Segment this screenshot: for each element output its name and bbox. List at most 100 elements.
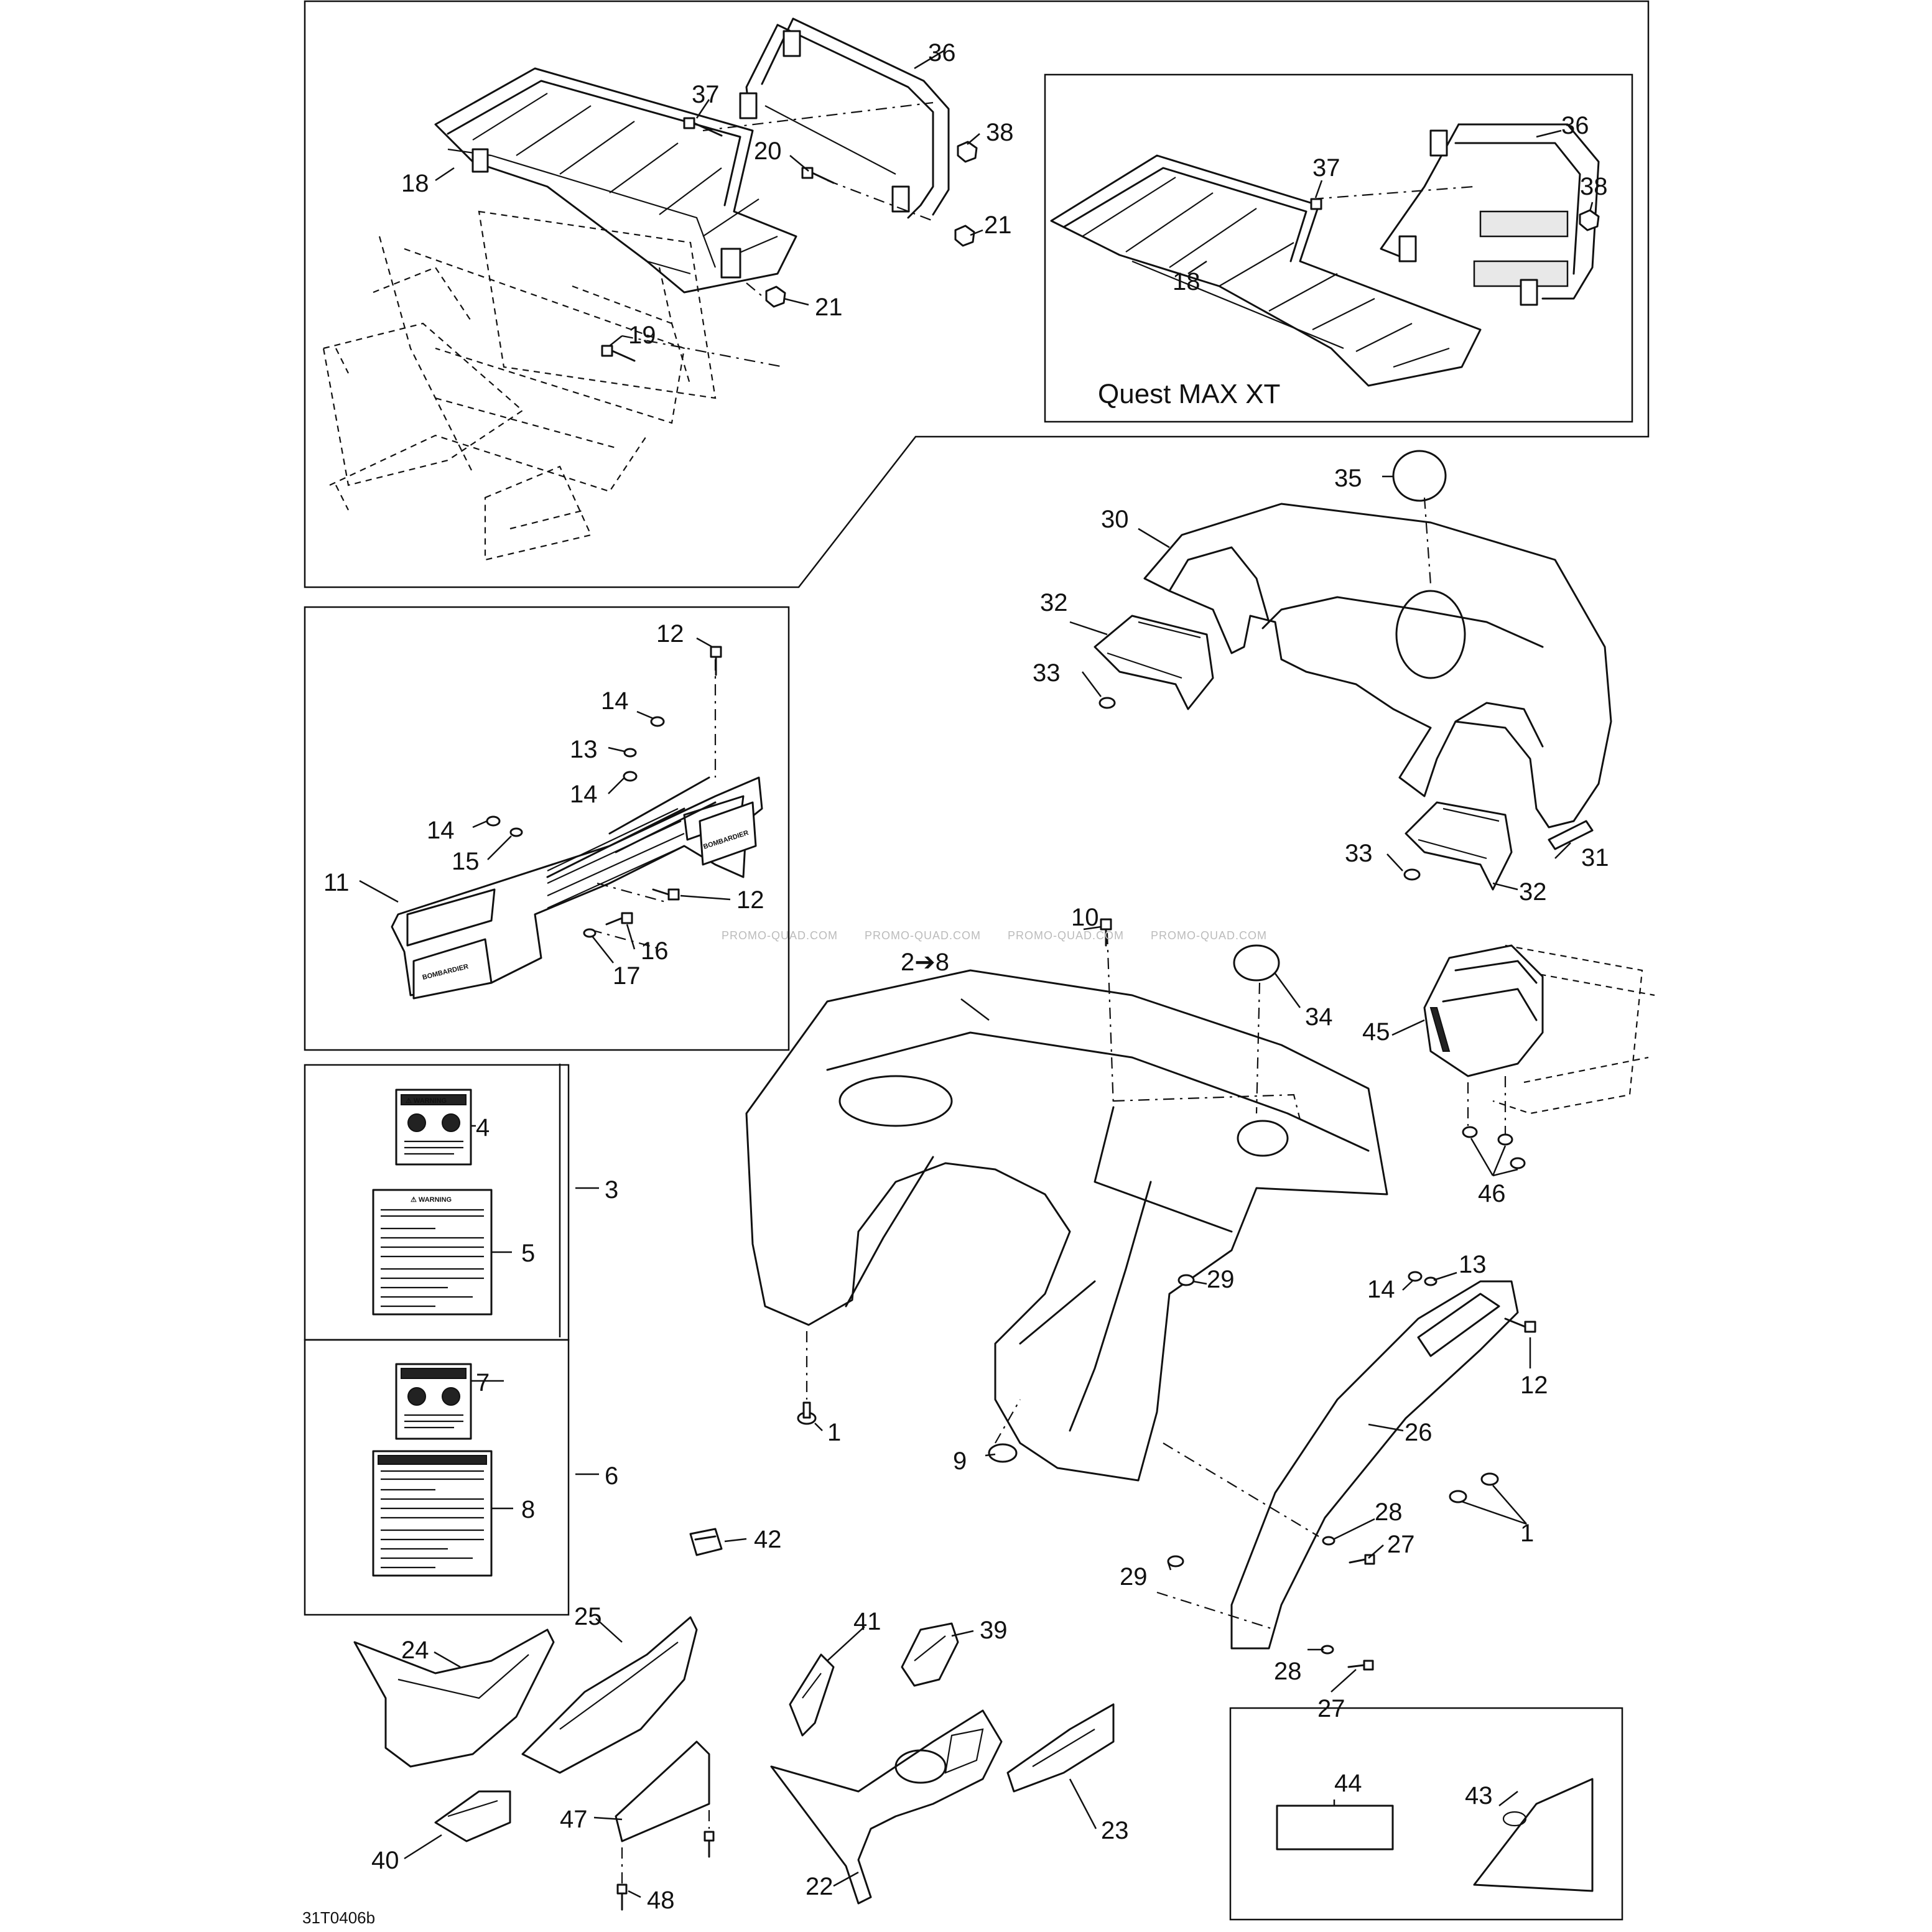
callout-18: 18 [401, 170, 429, 197]
callout-17: 17 [613, 962, 641, 990]
screw-27-upper [1349, 1554, 1375, 1565]
grommet-9 [988, 1443, 1018, 1463]
decal-5 [372, 1189, 493, 1316]
washer-14-right [1408, 1271, 1423, 1282]
rear-rack-assembly [322, 17, 978, 561]
clip-42 [689, 1528, 723, 1556]
callout-39: 39 [980, 1617, 1008, 1644]
assembly-axis-line [621, 179, 934, 368]
assembly-axis-line [702, 101, 934, 132]
callout-33-upper: 33 [1033, 659, 1061, 687]
callout-11: 11 [323, 869, 350, 896]
callout-47: 47 [560, 1806, 588, 1833]
rivet-1-left [797, 1401, 817, 1425]
washer-15 [509, 827, 523, 837]
watermark-text: PROMO-QUAD.COM [1151, 929, 1267, 942]
callout-36-inset: 36 [1561, 112, 1589, 139]
top-rack-panel-frame [304, 0, 1650, 588]
decal-5-heading: ⚠ WARNING [411, 1196, 452, 1204]
callout-37-inset: 37 [1312, 154, 1340, 182]
decal-8 [372, 1450, 493, 1577]
rack-18 [434, 67, 797, 294]
grommet-33-lower [1403, 868, 1421, 881]
watermark-row: PROMO-QUAD.COM PROMO-QUAD.COM PROMO-QUAD… [722, 929, 1267, 942]
callout-16: 16 [641, 937, 669, 965]
inset-fastener-37 [1310, 198, 1322, 210]
vent-41 [789, 1653, 835, 1737]
callout-27-upper: 27 [1387, 1531, 1415, 1558]
callout-14-b: 14 [570, 781, 598, 808]
watermark-text: PROMO-QUAD.COM [865, 929, 981, 942]
screws-48 [616, 1831, 715, 1911]
callout-21: 21 [984, 211, 1012, 239]
decal-kit-6-frame [304, 1339, 570, 1616]
cap-35 [1392, 450, 1447, 502]
fastener-37 [683, 117, 723, 137]
callout-31: 31 [1581, 844, 1609, 871]
storage-box-45 [1423, 944, 1655, 1138]
callout-35: 35 [1334, 465, 1362, 492]
rivets-1-right [1449, 1472, 1499, 1503]
decal-44 [1276, 1804, 1394, 1851]
side-panel-22 [770, 1709, 1003, 1905]
quest-max-xt-inset-frame [1044, 73, 1633, 423]
callout-12-top: 12 [656, 620, 684, 648]
callout-1-right: 1 [1520, 1520, 1534, 1547]
frame-reference-dashed [322, 210, 717, 561]
drawing-code: 31T0406b [302, 1908, 375, 1927]
panel-25 [521, 1616, 698, 1774]
fender-extension-26 [1156, 1280, 1519, 1650]
callout-23: 23 [1101, 1817, 1129, 1844]
callout-41: 41 [853, 1608, 881, 1635]
callout-9: 9 [953, 1447, 967, 1475]
callout-19: 19 [628, 322, 656, 349]
panel-24 [353, 1628, 555, 1768]
washer-17 [583, 928, 597, 938]
grommet-33-upper [1098, 697, 1116, 709]
callout-14-right: 14 [1367, 1276, 1395, 1303]
callout-21b: 21 [815, 294, 843, 321]
callout-46: 46 [1478, 1180, 1506, 1207]
rear-fender-30 [1143, 503, 1612, 829]
callout-3: 3 [605, 1176, 618, 1204]
washer-29-lower [1167, 1555, 1184, 1567]
screw-12-top [710, 646, 722, 676]
cover-40 [434, 1790, 511, 1842]
nut-21 [954, 225, 975, 247]
front-bumper-assembly: BOMBARDIER BOMBARDIER [391, 646, 763, 1000]
callout-14-a: 14 [601, 687, 629, 715]
cap-34 [1233, 944, 1280, 982]
clip-31 [1548, 820, 1594, 850]
watermark-text: PROMO-QUAD.COM [1008, 929, 1124, 942]
fastener-19 [601, 345, 636, 362]
washer-29-upper [1177, 1274, 1195, 1286]
callout-8: 8 [521, 1496, 535, 1523]
callout-28-upper: 28 [1375, 1498, 1403, 1526]
washer-13 [623, 748, 637, 758]
decal-4-heading: ⚠ WARNING [406, 1097, 447, 1105]
callout-22: 22 [806, 1873, 834, 1900]
watermark-text: PROMO-QUAD.COM [722, 929, 838, 942]
screw-12-right [1504, 1317, 1536, 1333]
washer-14-mid [623, 771, 638, 782]
callout-32-upper: 32 [1040, 589, 1068, 616]
callout-1-left: 1 [827, 1419, 841, 1446]
washer-28-upper [1322, 1536, 1335, 1546]
callout-7: 7 [476, 1369, 490, 1396]
callout-29-upper: 29 [1207, 1266, 1235, 1293]
callout-40: 40 [371, 1847, 399, 1874]
callout-15: 15 [452, 848, 480, 875]
decal-kit-6 [372, 1363, 493, 1577]
cover-32-upper [1094, 615, 1214, 710]
grab-bar-36 [739, 17, 950, 219]
screw-12-right [652, 888, 680, 901]
range-ref-2-8: 2➔8 [901, 949, 949, 976]
callout-38: 38 [986, 119, 1014, 146]
washer-14-top [650, 716, 665, 727]
callout-34: 34 [1305, 1003, 1333, 1031]
callout-4: 4 [476, 1114, 490, 1141]
callouts: 36 37 38 20 18 21 21 19 36 37 38 18 Ques… [302, 39, 1609, 1927]
callout-14-c: 14 [427, 817, 455, 844]
nut-21b [765, 286, 786, 308]
fastener-20 [801, 167, 835, 184]
